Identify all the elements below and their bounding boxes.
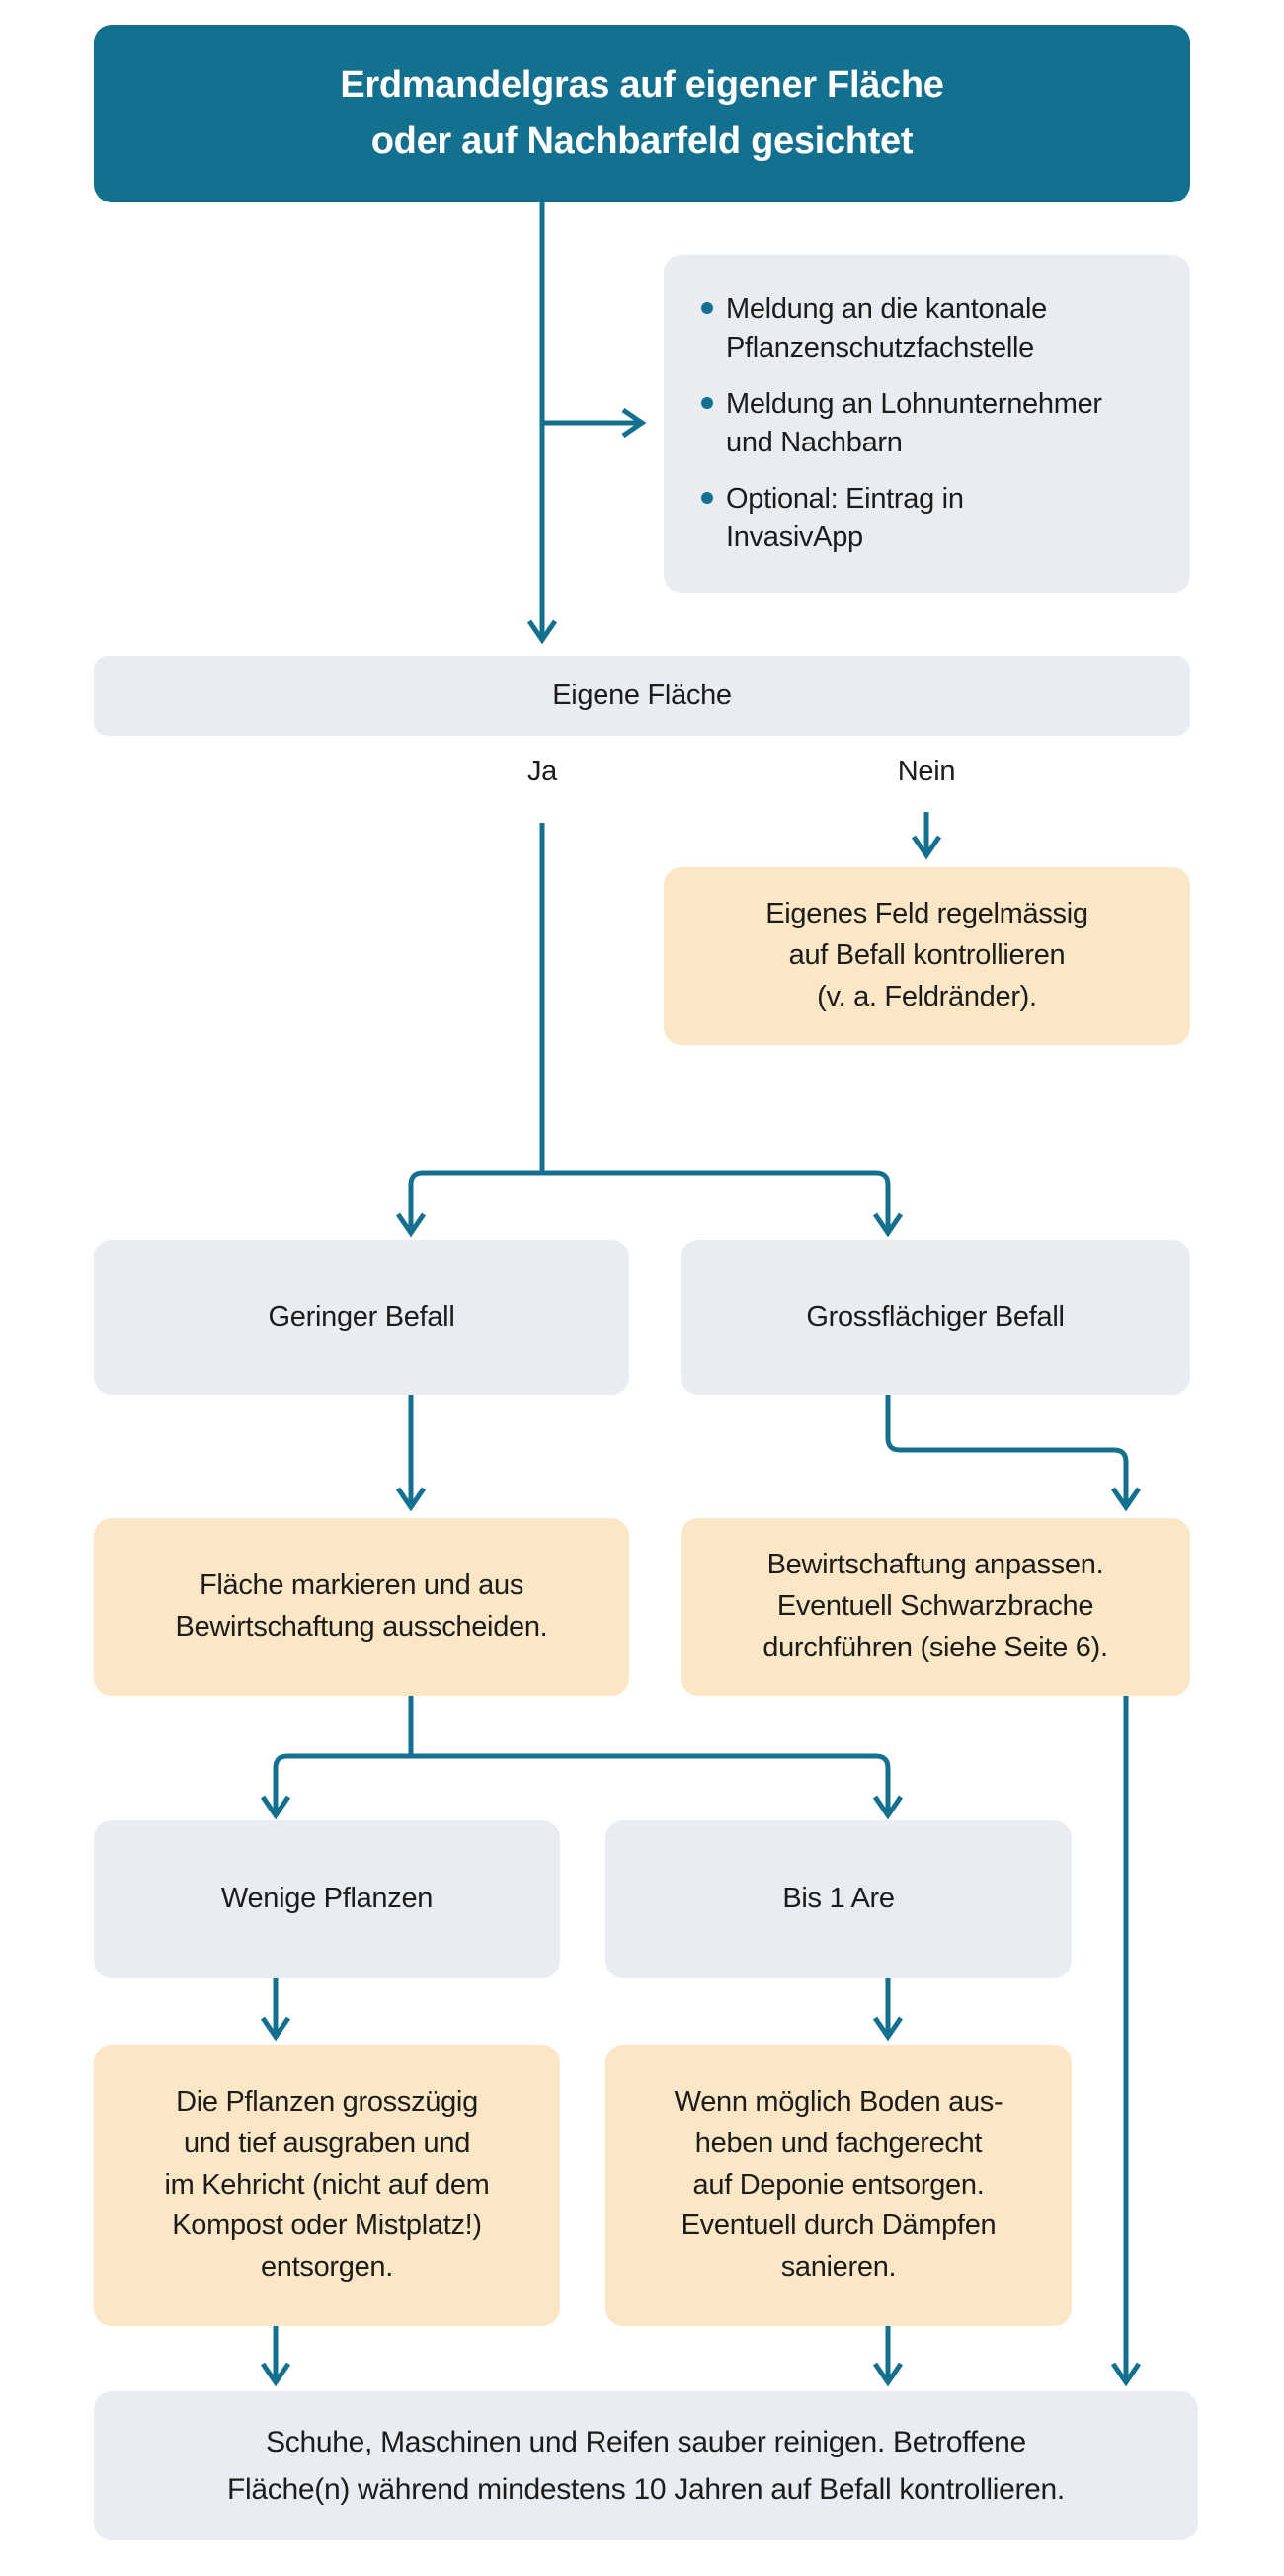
up-to-one-are-label: Bis 1 Are bbox=[782, 1883, 895, 1915]
few-plants-node: Wenige Pflanzen bbox=[94, 1820, 560, 1978]
monitor-field-node: Eigenes Feld regelmässig auf Befall kont… bbox=[664, 867, 1190, 1045]
clean-equipment-node: Schuhe, Maschinen und Reifen sauber rein… bbox=[94, 2391, 1198, 2540]
no-label: Nein bbox=[897, 756, 956, 787]
report-bullet-list: Meldung an die kantonale Pflanzenschutzf… bbox=[701, 290, 1166, 556]
minor-infestation-label: Geringer Befall bbox=[268, 1300, 455, 1332]
list-item: Optional: Eintrag in InvasivApp bbox=[701, 480, 1166, 556]
start-node-label: Erdmandelgras auf eigener Fläche oder au… bbox=[340, 64, 944, 162]
excavate-soil-label: Wenn möglich Boden aus- heben und fachge… bbox=[674, 2086, 1003, 2284]
clean-equipment-label: Schuhe, Maschinen und Reifen sauber rein… bbox=[227, 2426, 1065, 2506]
report-item-label: Optional: Eintrag in InvasivApp bbox=[726, 483, 964, 553]
bullet-dot-icon bbox=[701, 492, 713, 505]
dig-out-plants-label: Die Pflanzen grosszügig und tief ausgrab… bbox=[164, 2086, 490, 2284]
monitor-field-label: Eigenes Feld regelmässig auf Befall kont… bbox=[765, 898, 1088, 1012]
report-item-label: Meldung an die kantonale Pflanzenschutzf… bbox=[726, 293, 1047, 363]
adapt-management-label: Bewirtschaftung anpassen. Eventuell Schw… bbox=[762, 1549, 1108, 1663]
dig-out-plants-node: Die Pflanzen grosszügig und tief ausgrab… bbox=[94, 2045, 560, 2326]
up-to-one-are-node: Bis 1 Are bbox=[605, 1820, 1072, 1978]
adapt-management-node: Bewirtschaftung anpassen. Eventuell Schw… bbox=[681, 1518, 1190, 1696]
large-infestation-node: Grossflächiger Befall bbox=[681, 1240, 1190, 1395]
report-item-label: Meldung an Lohnunternehmer und Nachbarn bbox=[726, 388, 1102, 458]
connector-large-to-adapt bbox=[885, 1395, 1142, 1512]
report-list-node: Meldung an die kantonale Pflanzenschutzf… bbox=[664, 255, 1190, 593]
mark-area-label: Fläche markieren und aus Bewirtschaftung… bbox=[175, 1570, 548, 1643]
decision-node: Eigene Fläche bbox=[94, 656, 1190, 736]
minor-infestation-node: Geringer Befall bbox=[94, 1240, 629, 1395]
connector-split-infestation bbox=[395, 1170, 904, 1238]
decision-node-label: Eigene Fläche bbox=[552, 679, 732, 711]
bullet-dot-icon bbox=[701, 397, 713, 410]
large-infestation-label: Grossflächiger Befall bbox=[806, 1300, 1065, 1332]
list-item: Meldung an Lohnunternehmer und Nachbarn bbox=[701, 385, 1166, 461]
connector-split-size bbox=[260, 1753, 904, 1820]
bullet-dot-icon bbox=[701, 302, 713, 314]
list-item: Meldung an die kantonale Pflanzenschutzf… bbox=[701, 290, 1166, 366]
few-plants-label: Wenige Pflanzen bbox=[220, 1883, 434, 1915]
mark-area-node: Fläche markieren und aus Bewirtschaftung… bbox=[94, 1518, 629, 1696]
yes-label: Ja bbox=[526, 756, 558, 787]
excavate-soil-node: Wenn möglich Boden aus- heben und fachge… bbox=[605, 2045, 1072, 2326]
start-node: Erdmandelgras auf eigener Fläche oder au… bbox=[94, 25, 1190, 202]
